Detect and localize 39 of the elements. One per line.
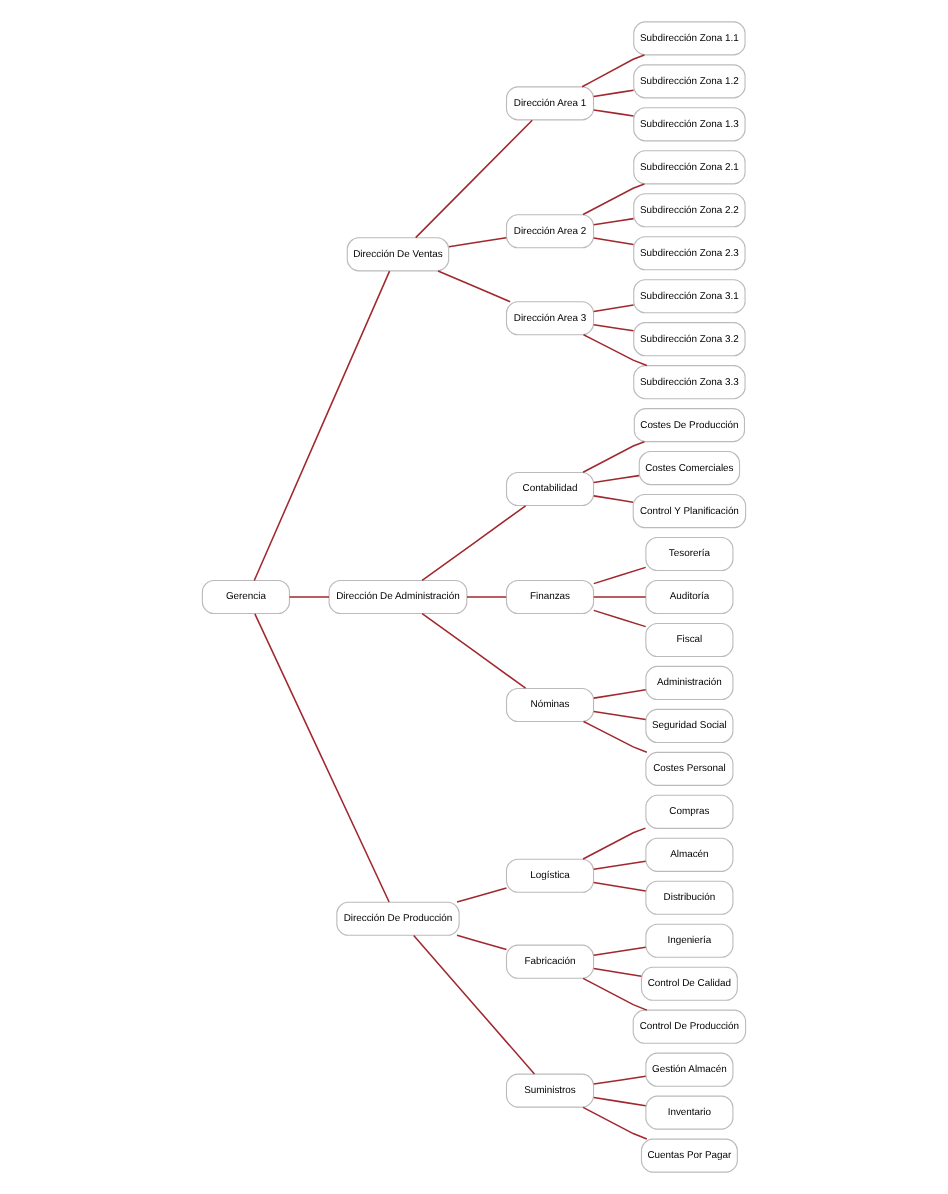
connector	[582, 720, 648, 754]
connector	[582, 1106, 648, 1140]
connector	[593, 495, 634, 503]
connector	[593, 89, 635, 98]
connector	[593, 237, 635, 246]
connector	[593, 881, 647, 892]
connector	[593, 474, 640, 484]
connector	[412, 934, 536, 1075]
connector	[582, 334, 648, 367]
connector	[456, 934, 508, 951]
connector	[581, 54, 646, 88]
connector	[593, 109, 635, 117]
connector	[593, 566, 647, 585]
connector	[421, 612, 527, 689]
connector	[593, 860, 647, 870]
connector	[466, 596, 507, 598]
connector	[582, 441, 646, 474]
connector	[593, 304, 635, 313]
connector	[593, 1096, 647, 1107]
connector	[593, 710, 647, 721]
connector	[593, 609, 647, 628]
connector	[593, 596, 647, 598]
connector	[593, 689, 647, 699]
connector	[253, 270, 391, 582]
connector	[421, 505, 527, 582]
connector	[582, 977, 648, 1011]
connector	[288, 596, 330, 598]
connector	[593, 1075, 647, 1085]
connector	[456, 887, 508, 903]
connector	[593, 217, 635, 226]
connector	[593, 946, 647, 956]
connector	[582, 827, 647, 860]
connector	[254, 613, 390, 903]
connector	[437, 270, 511, 303]
connector	[582, 183, 646, 216]
connector	[593, 324, 635, 332]
connector	[414, 119, 533, 239]
connector	[448, 237, 508, 248]
connector	[593, 967, 643, 977]
